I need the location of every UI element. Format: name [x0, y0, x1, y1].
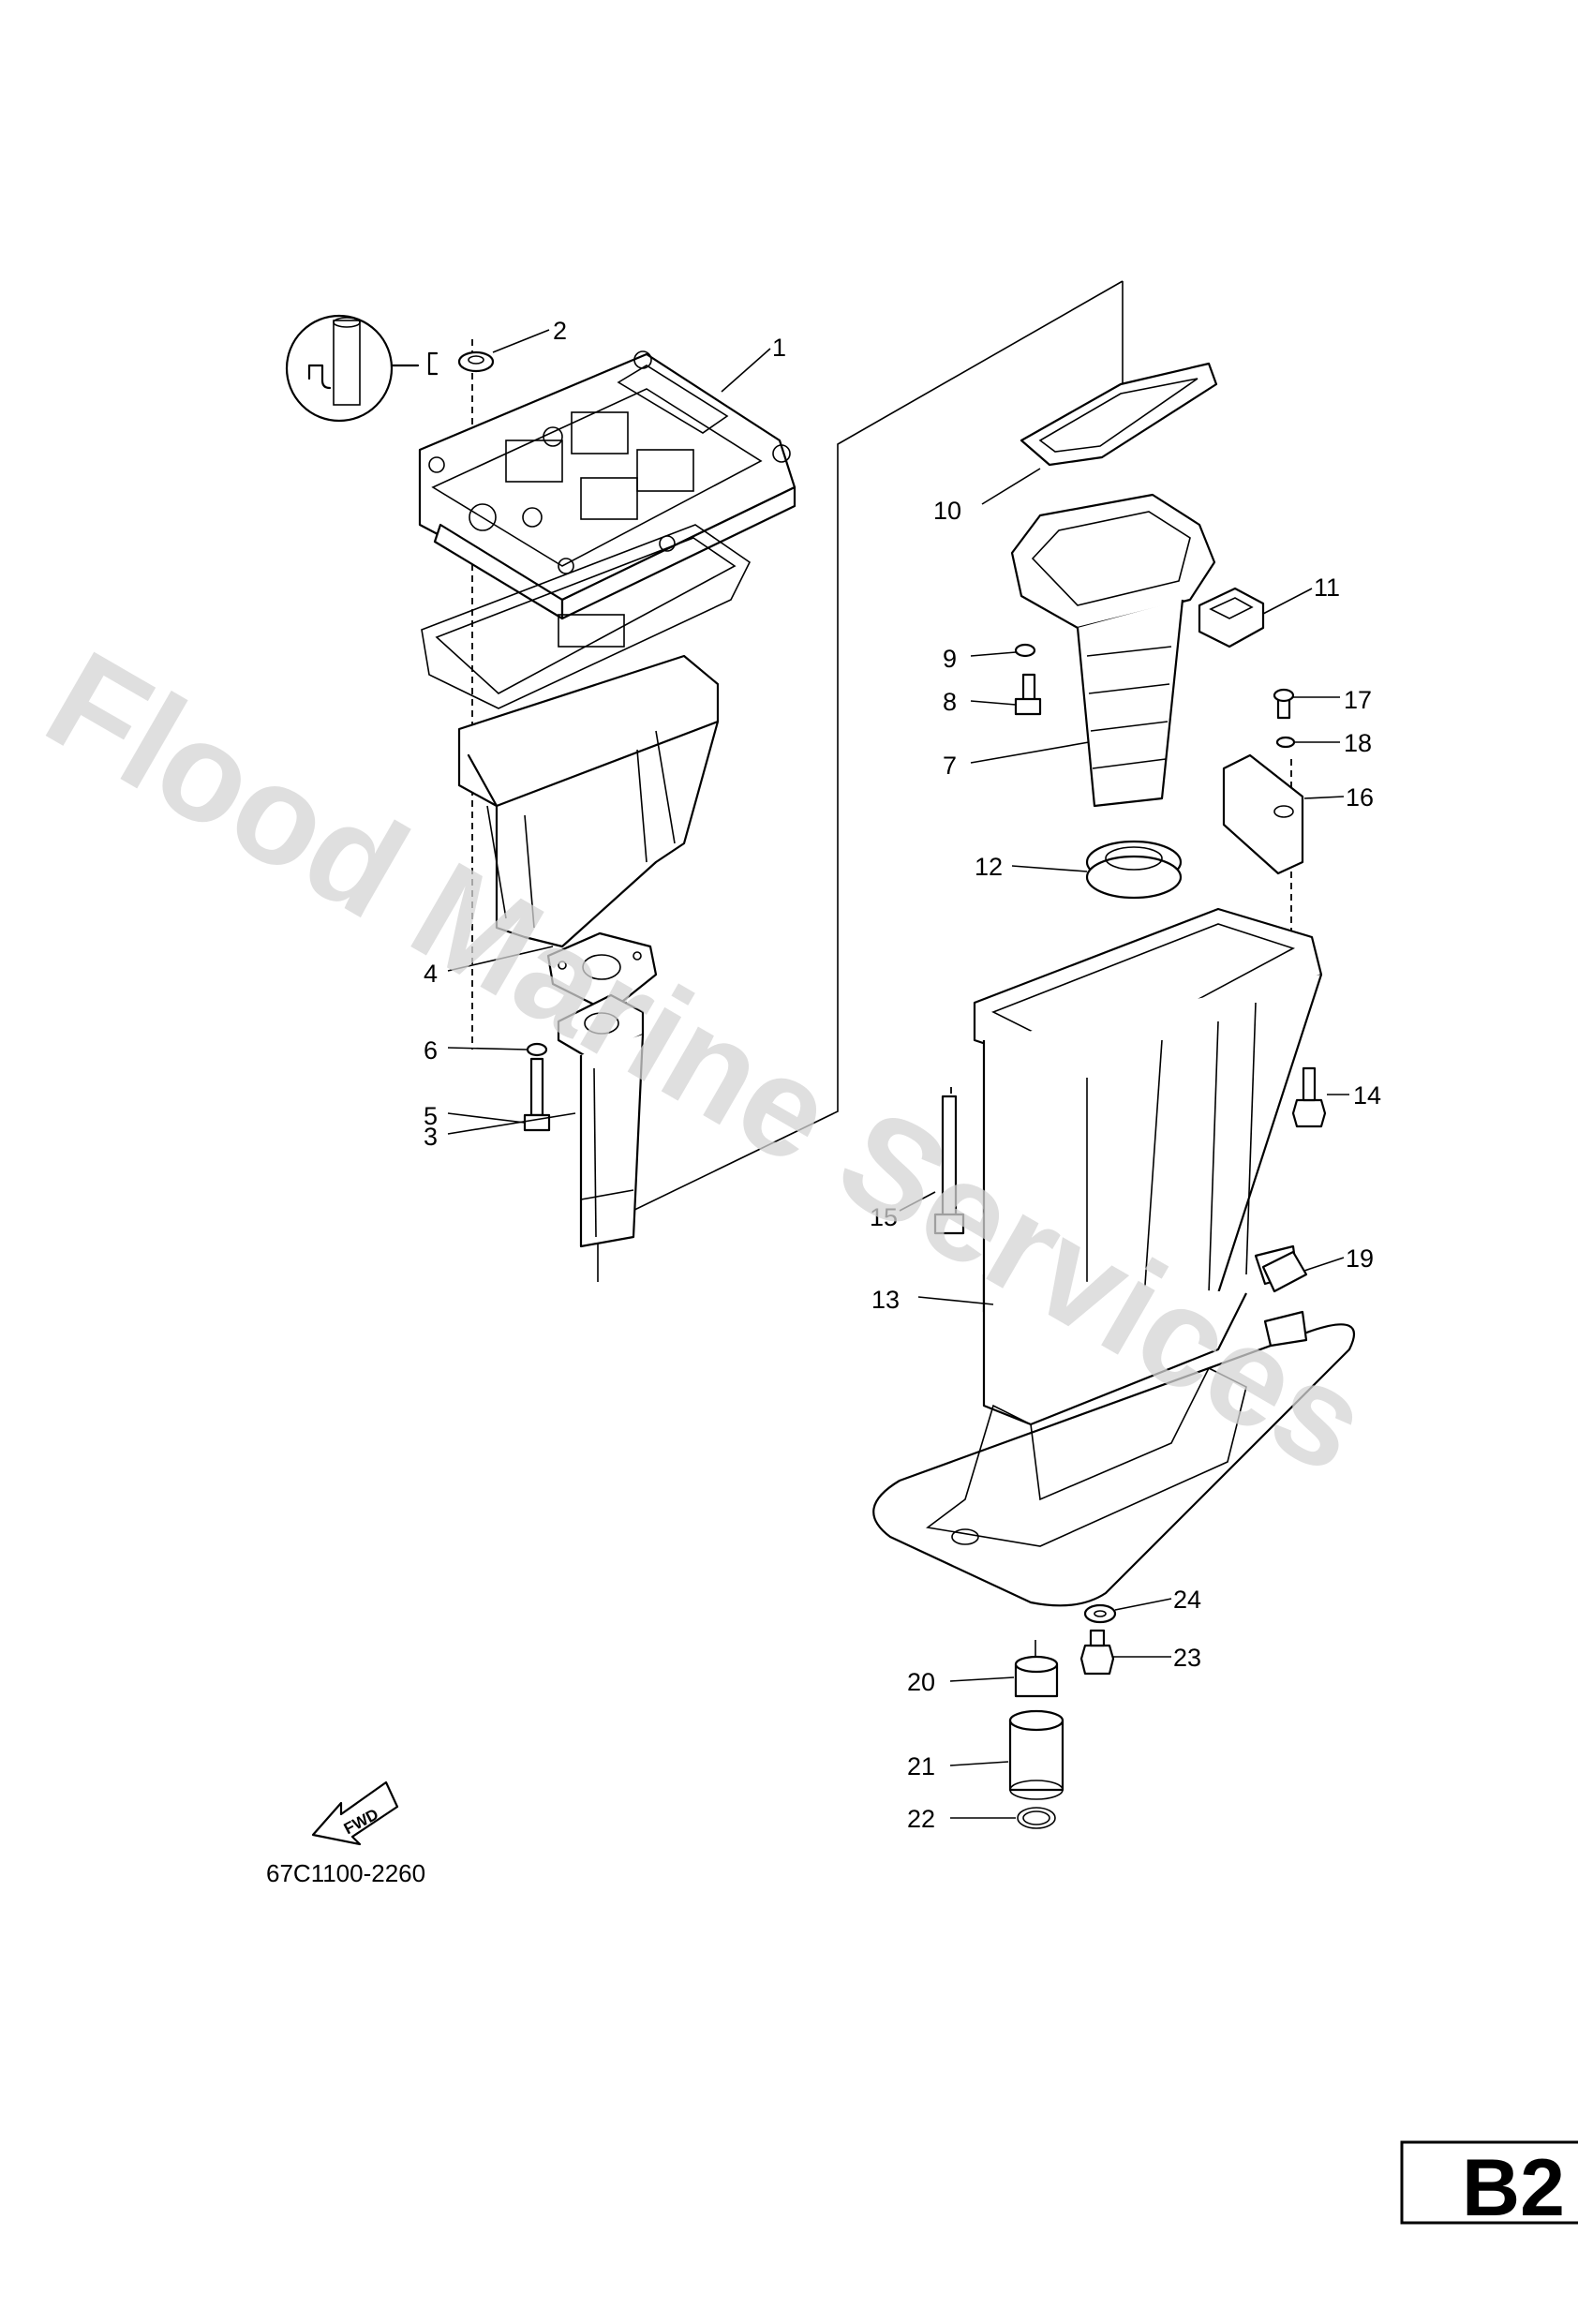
leader-lines	[447, 329, 1349, 1819]
callout-14: 14	[1353, 1081, 1381, 1110]
grommet-19	[1261, 1250, 1308, 1293]
washer-24	[1083, 1603, 1117, 1624]
callout-19: 19	[1346, 1244, 1374, 1273]
callout-1: 1	[772, 334, 786, 362]
callout-6: 6	[424, 1036, 438, 1065]
callout-18: 18	[1344, 729, 1372, 757]
seal-ring-12	[1085, 840, 1183, 900]
washer-2	[457, 350, 495, 373]
nut-14	[1291, 1066, 1327, 1128]
callout-24: 24	[1173, 1586, 1201, 1614]
diagram-code: 67C1100-2260	[266, 1859, 425, 1887]
bushing-20	[1014, 1655, 1059, 1698]
oil-pan	[457, 654, 720, 948]
callout-12: 12	[975, 853, 1003, 881]
exhaust-manifold	[1010, 493, 1216, 808]
callout-13: 13	[871, 1286, 900, 1314]
callout-21: 21	[907, 1752, 935, 1780]
callout-10: 10	[933, 497, 961, 525]
upper-casing	[418, 350, 796, 620]
callout-3: 3	[424, 1123, 438, 1151]
callout-7: 7	[943, 752, 957, 780]
bolt-8	[1014, 643, 1042, 716]
plate-16	[1222, 688, 1304, 875]
callout-4: 4	[424, 960, 438, 988]
lower-casing	[872, 907, 1355, 1607]
stud-bolt-15	[933, 1095, 965, 1235]
callout-22: 22	[907, 1805, 935, 1833]
exhaust-guide	[557, 993, 645, 1248]
callout-15: 15	[870, 1203, 898, 1231]
plug-23	[1079, 1629, 1115, 1676]
callout-2: 2	[553, 317, 567, 345]
callout-11: 11	[1314, 574, 1340, 602]
damper-11	[1198, 587, 1265, 648]
callout-17: 17	[1344, 686, 1372, 714]
page-label-box: B2	[1400, 2140, 1578, 2233]
callout-5: 5	[424, 1102, 438, 1130]
clip-22	[1017, 1807, 1056, 1829]
callout-20: 20	[907, 1668, 935, 1696]
collar-21	[1008, 1709, 1064, 1800]
callout-8: 8	[943, 688, 957, 716]
gasket-10	[1020, 362, 1218, 467]
grease-symbol-icon	[285, 314, 439, 423]
page-label: B2	[1462, 2143, 1565, 2233]
callout-23: 23	[1173, 1644, 1201, 1672]
fwd-arrow-icon: FWD	[311, 1780, 399, 1846]
upper-gasket	[421, 524, 752, 709]
callout-9: 9	[943, 645, 957, 673]
exhaust-gasket	[546, 931, 658, 1014]
callout-numbers: 2 1 4 6 5 3 10 11 9 8 7 17 18 16 12 14 1…	[424, 317, 1381, 1833]
callout-16: 16	[1346, 783, 1374, 812]
